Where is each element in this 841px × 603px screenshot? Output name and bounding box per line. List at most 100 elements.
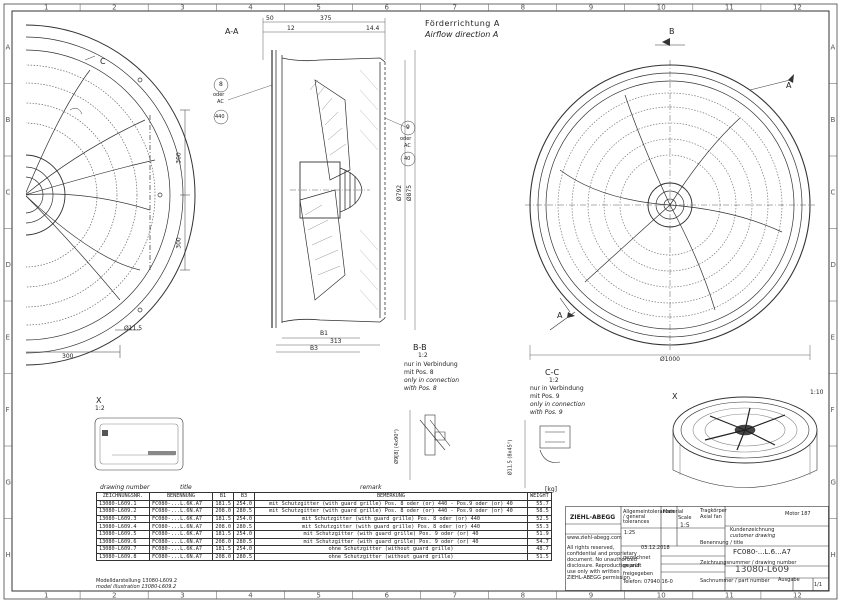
cell-drawing-no: 13080-L609.7 xyxy=(96,545,150,554)
cell-title: FC080-...L.6N.A7 xyxy=(149,552,213,562)
border-row-label: D xyxy=(6,261,11,269)
border-row-label: A xyxy=(831,43,836,51)
cell-weight: 55.3 xyxy=(527,522,552,531)
border-column-label: 3 xyxy=(180,4,184,12)
section-aa-label: A-A xyxy=(225,27,239,36)
col-title: BENENNUNG xyxy=(149,492,213,501)
border-row-label: G xyxy=(831,478,836,486)
cc-note-en-1: only in connection xyxy=(530,401,586,408)
col-remark: BEMERKUNG xyxy=(254,492,528,501)
cell-drawing-no: 13080-L609.5 xyxy=(96,529,150,539)
doc-type-en: customer drawing xyxy=(730,533,776,539)
border-row-label: C xyxy=(6,188,11,196)
notice-1: All rights reserved, xyxy=(567,545,615,551)
cell-weight: 52.5 xyxy=(527,514,552,524)
cell-remark: mit Schutzgitter (with guard grille) Pos… xyxy=(254,537,528,547)
section-a-marker-bottom: A xyxy=(557,311,563,320)
border-row-label: D xyxy=(831,261,836,269)
col-weight: WEIGHT xyxy=(527,492,552,501)
cc-scale: 1:2 xyxy=(549,377,559,384)
col-b3: B3 xyxy=(233,492,255,501)
cell-b1: 181.5 xyxy=(212,529,234,539)
cell-b3: 280.5 xyxy=(233,552,255,562)
border-column-label: 2 xyxy=(112,4,116,12)
scale-label: Scale xyxy=(678,515,692,521)
dim-50: 50 xyxy=(266,15,274,22)
cell-b1: 208.0 xyxy=(212,537,234,547)
date: 03.12.2018 xyxy=(641,545,670,551)
caption-remark: remark xyxy=(360,484,382,491)
airflow-de: Förderrichtung A xyxy=(425,19,500,28)
border-column-label: 10 xyxy=(657,4,666,12)
cell-title: FC080-...L.6K.A7 xyxy=(149,529,213,539)
cell-b3: 280.5 xyxy=(233,522,255,531)
cc-title: C-C xyxy=(545,368,560,377)
notice-4: disclosure. Reproduction and xyxy=(567,563,640,569)
border-column-label: 7 xyxy=(453,4,457,12)
drawn-by: gezeichnet xyxy=(623,555,651,561)
border-row-label: H xyxy=(6,551,11,559)
border-row-label: H xyxy=(831,551,836,559)
cell-weight: 54.7 xyxy=(527,537,552,547)
general-tolerances: Allgemeintoleranzen / general tolerances xyxy=(623,509,675,525)
type-de: Tragkörper xyxy=(700,508,727,514)
cell-b1: 181.5 xyxy=(212,499,234,509)
section-aa-view xyxy=(227,18,416,353)
dim-792: Ø792 xyxy=(396,184,404,202)
border-column-label: 5 xyxy=(316,592,320,600)
cell-b3: 254.0 xyxy=(233,529,255,539)
border-row-label: F xyxy=(6,406,10,414)
cell-remark: mit Schutzgitter (with guard grille) Pos… xyxy=(254,514,528,524)
border-row-label: B xyxy=(6,116,11,124)
footnote-de: Modelldarstellung 13080-L609.2 xyxy=(96,578,178,584)
pos9-oder: oder xyxy=(400,136,412,142)
dim-b3: B3 xyxy=(310,345,318,352)
pos9-value: 40 xyxy=(404,156,411,162)
border-column-label: 6 xyxy=(384,4,389,12)
x-view-scale: 1:2 xyxy=(95,405,105,412)
border-column-label: 11 xyxy=(725,4,734,12)
cell-weight: 48.7 xyxy=(527,545,552,554)
bb-scale: 1:2 xyxy=(418,352,428,359)
border-row-label: E xyxy=(6,333,10,341)
cell-title: FC080-...L.6K.A7 xyxy=(149,514,213,524)
drawing-number: 13080-L609 xyxy=(735,565,790,575)
notice-5: use only with written xyxy=(567,569,620,575)
product-title: FC080-...L.6...A7 xyxy=(733,548,791,556)
cell-remark: mit Schutzgitter (with guard grille) Pos… xyxy=(254,529,528,539)
title-label: Benennung / title xyxy=(700,540,744,546)
border-row-label: A xyxy=(6,43,11,51)
dim-b1: B1 xyxy=(320,330,328,337)
detail-bb xyxy=(409,410,451,480)
cell-b3: 254.0 xyxy=(233,514,255,524)
cell-weight: 51.5 xyxy=(527,552,552,562)
cell-remark: mit Schutzgitter (with guard grille) Pos… xyxy=(254,507,528,516)
section-c-marker: C xyxy=(100,57,106,66)
cc-note-de-1: nur in Verbindung xyxy=(530,385,584,392)
left-front-view xyxy=(26,24,196,366)
dim-875: Ø875 xyxy=(406,184,414,202)
detail-x-plate xyxy=(94,417,184,471)
border-column-label: 4 xyxy=(248,4,253,12)
border-row-label: E xyxy=(831,333,835,341)
caption-title: title xyxy=(180,484,192,491)
cell-b1: 208.0 xyxy=(212,552,234,562)
bb-note-en-2: with Pos. 8 xyxy=(404,385,437,392)
cell-drawing-no: 13080-L609.8 xyxy=(96,552,150,562)
scale-hint: 1:25 xyxy=(624,530,636,536)
pos9-number: 9 xyxy=(406,124,410,131)
cell-b3: 280.5 xyxy=(233,537,255,547)
col-b1: B1 xyxy=(212,492,234,501)
cell-b1: 208.0 xyxy=(212,522,234,531)
isometric-fan xyxy=(672,396,818,488)
website: www.ziehl-abegg.com xyxy=(567,535,622,541)
title-block-frame xyxy=(565,506,829,591)
pos8-ac: AC xyxy=(217,99,224,105)
cell-title: FC080-...L.6N.A7 xyxy=(149,507,213,516)
